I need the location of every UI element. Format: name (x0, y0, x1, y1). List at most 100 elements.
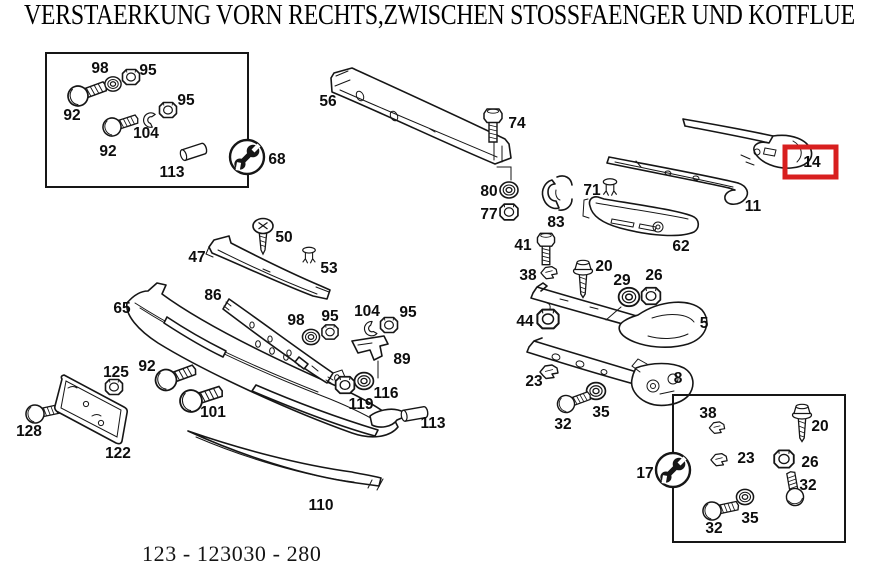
part-62-outline (588, 196, 700, 237)
callout-74[interactable]: 74 (508, 115, 526, 132)
callout-65[interactable]: 65 (113, 300, 131, 317)
callout-8[interactable]: 8 (674, 370, 683, 387)
callout-38[interactable]: 38 (519, 267, 537, 284)
nut-icon (640, 286, 662, 306)
callout-62[interactable]: 62 (672, 238, 689, 255)
callout-11[interactable]: 11 (745, 198, 762, 215)
callout-5[interactable]: 5 (700, 315, 709, 332)
callout-56[interactable]: 56 (319, 93, 337, 110)
pin-icon (178, 141, 209, 162)
crossmember-outline (330, 67, 512, 165)
callout-92[interactable]: 92 (63, 107, 80, 124)
callout-32[interactable]: 32 (705, 520, 722, 537)
callout-113[interactable]: 113 (420, 415, 445, 432)
callout-29[interactable]: 29 (613, 272, 631, 289)
nut-icon (321, 324, 339, 340)
callout-41[interactable]: 41 (514, 237, 532, 254)
callout-128[interactable]: 128 (16, 423, 42, 440)
strip-110 (187, 430, 382, 487)
lower-rail (526, 337, 641, 385)
drawing-number: 123 - 123030 - 280 (142, 541, 322, 566)
callout-38[interactable]: 38 (699, 405, 717, 422)
page-title: VERSTAERKUNG VORN RECHTS,ZWISCHEN STOSSF… (24, 0, 855, 31)
callout-14-highlighted[interactable]: 14 (803, 154, 821, 171)
callout-92[interactable]: 92 (138, 358, 155, 375)
callout-92[interactable]: 92 (99, 143, 116, 160)
screw-icon (572, 259, 594, 299)
callout-116[interactable]: 116 (373, 385, 398, 402)
nut-icon (334, 375, 356, 395)
highlight-box-14[interactable] (782, 144, 839, 180)
callout-83[interactable]: 83 (547, 214, 565, 231)
callout-119[interactable]: 119 (348, 396, 373, 413)
callouts: 98 95 92 95 104 92 113 68 56 74 80 77 14… (16, 60, 829, 537)
callout-95[interactable]: 95 (177, 92, 195, 109)
callout-50[interactable]: 50 (275, 229, 292, 246)
washer-icon (735, 488, 755, 506)
clip-icon (602, 178, 618, 197)
callout-26[interactable]: 26 (645, 267, 663, 284)
callout-95[interactable]: 95 (399, 304, 417, 321)
callout-98[interactable]: 98 (287, 312, 305, 329)
callout-20[interactable]: 20 (595, 258, 612, 275)
callout-113[interactable]: 113 (159, 164, 184, 181)
rail-11-curl (724, 182, 749, 206)
bracket-89 (351, 335, 389, 361)
bolt-icon (64, 75, 111, 110)
callout-35[interactable]: 35 (592, 404, 610, 421)
bracket-83 (541, 179, 560, 210)
callout-122[interactable]: 122 (105, 445, 131, 462)
nut-icon (104, 378, 124, 396)
callout-26[interactable]: 26 (801, 454, 819, 471)
callout-17[interactable]: 17 (636, 465, 653, 482)
crossmember-group (330, 67, 519, 221)
callout-98[interactable]: 98 (91, 60, 109, 77)
callout-44[interactable]: 44 (516, 313, 534, 330)
bracket-8 (630, 362, 694, 407)
callout-110[interactable]: 110 (308, 497, 333, 514)
callout-71[interactable]: 71 (583, 182, 601, 199)
fender-strip-group (541, 118, 813, 237)
wrench-icon (228, 138, 266, 176)
nut-icon (499, 203, 519, 221)
callout-23[interactable]: 23 (737, 450, 755, 467)
horn-bracket-5 (618, 301, 708, 349)
wrench-icon (654, 451, 692, 489)
callout-35[interactable]: 35 (741, 510, 759, 527)
nut-icon (121, 68, 141, 86)
callout-86[interactable]: 86 (204, 287, 222, 304)
callout-47[interactable]: 47 (188, 249, 205, 266)
clip-icon (361, 320, 378, 339)
bolt-icon (536, 232, 556, 266)
callout-32[interactable]: 32 (799, 477, 816, 494)
nut-icon (158, 101, 178, 119)
nut-icon (536, 308, 560, 330)
callout-89[interactable]: 89 (393, 351, 411, 368)
callout-101[interactable]: 101 (200, 404, 226, 421)
screw-icon (791, 403, 813, 443)
callout-32[interactable]: 32 (554, 416, 571, 433)
callout-23[interactable]: 23 (525, 373, 543, 390)
leader-line (429, 128, 512, 181)
callout-20[interactable]: 20 (811, 418, 828, 435)
callout-77[interactable]: 77 (480, 206, 497, 223)
kit-box-top-left-frame (45, 52, 249, 188)
callout-68[interactable]: 68 (268, 151, 286, 168)
callout-95[interactable]: 95 (139, 62, 157, 79)
washer-icon (499, 181, 519, 199)
rail-11-band (606, 156, 739, 189)
callout-104[interactable]: 104 (133, 125, 159, 142)
bracket-group (526, 232, 708, 416)
bumper-group (23, 217, 430, 491)
plate-122 (54, 374, 128, 445)
callout-53[interactable]: 53 (320, 260, 338, 277)
bolt-icon (700, 495, 742, 523)
callout-125[interactable]: 125 (103, 364, 129, 381)
callout-104[interactable]: 104 (354, 303, 380, 320)
washer-icon (353, 371, 375, 391)
callout-80[interactable]: 80 (480, 183, 497, 200)
clip-icon (710, 452, 728, 467)
callout-95[interactable]: 95 (321, 308, 339, 325)
